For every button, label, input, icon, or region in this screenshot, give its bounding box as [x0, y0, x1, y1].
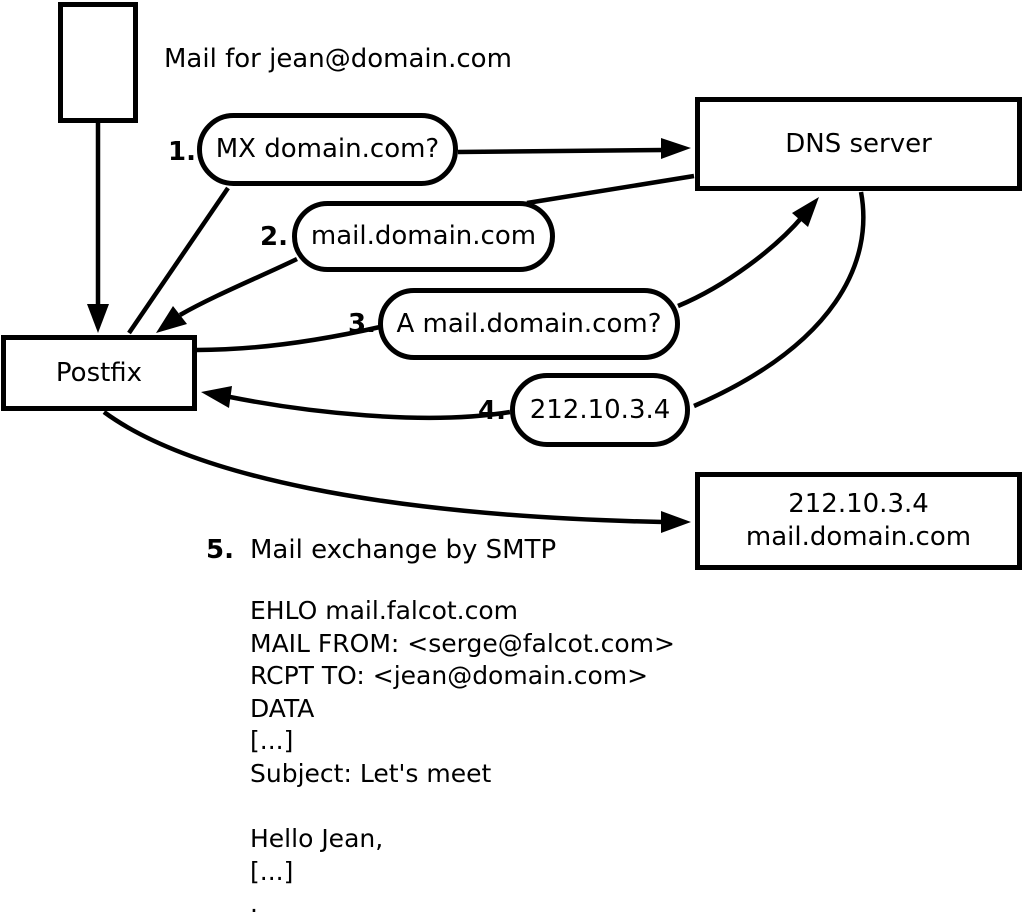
dns-server-box: DNS server	[695, 97, 1022, 191]
step-1-label: MX domain.com?	[215, 134, 440, 165]
arrow-mx-reply-to-postfix	[156, 256, 298, 333]
mail-server-hostname: mail.domain.com	[745, 522, 972, 552]
step-2-number: 2.	[260, 222, 288, 252]
step-4-label: 212.10.3.4	[529, 394, 671, 425]
line-dns-to-a-reply	[693, 191, 866, 409]
arrow-envelope-to-postfix	[87, 123, 109, 333]
arrow-postfix-to-mailserver-smtp	[102, 410, 691, 533]
mail-server-box: 212.10.3.4 mail.domain.com	[695, 472, 1022, 570]
step-1-mx-query-pill: MX domain.com?	[197, 113, 458, 186]
step-2-mx-reply-pill: mail.domain.com	[292, 201, 555, 272]
step-2-label: mail.domain.com	[310, 221, 537, 252]
step-4-a-reply-pill: 212.10.3.4	[510, 373, 690, 447]
arrow-a-reply-to-postfix	[201, 386, 511, 421]
step-1-number: 1.	[168, 137, 196, 167]
arrow-a-query-to-dns	[677, 197, 819, 309]
arrow-mx-query-to-dns	[457, 138, 691, 159]
postfix-label: Postfix	[55, 357, 143, 388]
step-3-number: 3.	[348, 309, 376, 339]
step-3-label: A mail.domain.com?	[396, 308, 662, 339]
mail-for-label: Mail for jean@domain.com	[164, 44, 512, 74]
postfix-box: Postfix	[1, 335, 197, 411]
line-dns-to-mx-reply	[526, 173, 695, 206]
line-postfix-to-mx-query	[127, 186, 230, 335]
step-5-number: 5.	[206, 535, 234, 565]
mail-message-box	[58, 2, 138, 123]
smtp-session-text: EHLO mail.falcot.com MAIL FROM: <serge@f…	[250, 596, 675, 919]
step-5-label: Mail exchange by SMTP	[250, 535, 557, 565]
dns-server-label: DNS server	[785, 128, 932, 159]
step-3-a-query-pill: A mail.domain.com?	[378, 288, 680, 360]
step-4-number: 4.	[478, 396, 506, 426]
line-postfix-to-a-query	[196, 324, 381, 353]
mail-server-ip: 212.10.3.4	[788, 489, 929, 520]
